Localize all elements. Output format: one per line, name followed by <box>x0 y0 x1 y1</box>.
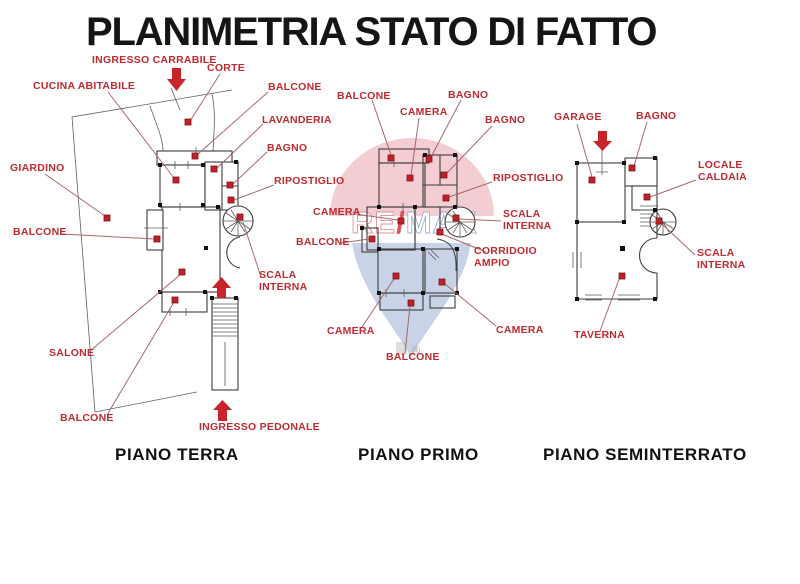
room-label-bagno-top: BAGNO <box>448 89 489 101</box>
room-label-balcone-bottom: BALCONE <box>386 351 440 363</box>
leader-lines <box>44 73 697 416</box>
lot-boundary <box>71 89 233 413</box>
room-label-ripostiglio: RIPOSTIGLIO <box>493 172 564 184</box>
straight-stair-treads <box>640 205 658 227</box>
room-marker <box>618 272 626 280</box>
room-marker <box>397 217 405 225</box>
room-label-balcone-left: BALCONE <box>13 226 67 238</box>
room-label-giardino: GIARDINO <box>10 162 65 174</box>
room-marker <box>172 176 180 184</box>
watermark-logo-mark <box>396 342 407 355</box>
curved-wall <box>638 237 658 274</box>
room-marker <box>178 268 186 276</box>
room-label-ripostiglio: RIPOSTIGLIO <box>274 175 345 187</box>
pedestrian-entrance-arrow-icon <box>213 400 232 421</box>
room-marker <box>438 278 446 286</box>
balcone-bottom-room <box>379 292 424 311</box>
room-label-camera-bottom-right: CAMERA <box>496 324 544 336</box>
room-label-camera-left: CAMERA <box>313 206 361 218</box>
camera-bottom-right-room <box>424 248 458 294</box>
room-marker <box>392 272 400 280</box>
room-label-balcone-bottom: BALCONE <box>60 412 114 424</box>
annex-partitions <box>423 155 457 186</box>
salone-room <box>161 206 221 293</box>
window-ticks <box>572 252 640 301</box>
room-label-scala-interna: SCALA INTERNA <box>503 208 552 232</box>
watermark-registered-mark: ® <box>412 345 420 357</box>
room-label-balcone-top: BALCONE <box>268 81 322 93</box>
room-marker <box>442 194 450 202</box>
room-label-cucina-abitabile: CUCINA ABITABILE <box>33 80 136 92</box>
room-marker <box>440 171 448 179</box>
room-label-camera-bottom-left: CAMERA <box>327 325 375 337</box>
room-marker <box>387 154 395 162</box>
room-marker <box>191 152 199 160</box>
driveway-entrance-arrow-icon <box>167 68 186 91</box>
piano-primo-plan <box>360 148 476 311</box>
balcone-bottom-room <box>161 291 208 313</box>
internal-up-arrow-icon <box>212 277 231 298</box>
room-label-locale-caldaia: LOCALE CALDAIA <box>698 159 747 183</box>
garage-room <box>576 162 626 223</box>
room-label-garage: GARAGE <box>554 111 602 123</box>
room-label-balcone-left: BALCONE <box>296 236 350 248</box>
garage-entrance-arrow-icon <box>593 131 612 151</box>
piano-seminterrato-plan <box>572 133 677 301</box>
piano-terra-plan <box>71 87 254 413</box>
room-marker <box>210 165 218 173</box>
room-marker <box>425 155 433 163</box>
room-marker <box>643 193 651 201</box>
plan-caption-piano-seminterrato: PIANO SEMINTERRATO <box>543 445 747 464</box>
room-marker <box>628 164 636 172</box>
driveway-curves <box>149 87 215 152</box>
entrance-arrows <box>167 68 612 421</box>
room-marker <box>655 217 663 225</box>
room-marker <box>153 235 161 243</box>
room-markers <box>103 118 663 307</box>
room-marker <box>407 299 415 307</box>
plan-caption-piano-primo: PIANO PRIMO <box>358 445 479 464</box>
room-label-bagno-right: BAGNO <box>485 114 526 126</box>
room-marker <box>227 196 235 204</box>
room-marker <box>184 118 192 126</box>
room-label-scala-interna: SCALA INTERNA <box>697 247 746 271</box>
room-label-ingresso-pedonale: INGRESSO PEDONALE <box>199 421 320 433</box>
bagno-room <box>624 157 658 187</box>
room-label-bagno: BAGNO <box>267 142 308 154</box>
cucina-room <box>159 164 206 208</box>
room-label-lavanderia: LAVANDERIA <box>262 114 332 126</box>
plan-caption-piano-terra: PIANO TERRA <box>115 445 239 464</box>
room-label-corte: CORTE <box>207 62 245 74</box>
room-marker <box>406 174 414 182</box>
room-label-taverna: TAVERNA <box>574 329 625 341</box>
room-marker <box>368 235 376 243</box>
room-marker <box>236 213 244 221</box>
room-label-ingresso-carrabile: INGRESSO CARRABILE <box>92 54 217 66</box>
room-label-bagno: BAGNO <box>636 110 677 122</box>
balcone-left-room <box>146 209 164 251</box>
room-label-camera-top: CAMERA <box>400 106 448 118</box>
external-stair-treads <box>212 303 238 386</box>
room-marker <box>436 228 444 236</box>
window-ticks <box>385 159 440 297</box>
room-label-scala-interna: SCALA INTERNA <box>259 269 308 293</box>
room-marker <box>103 214 111 222</box>
wall-accents <box>575 156 657 301</box>
room-marker <box>452 214 460 222</box>
room-marker <box>171 296 179 304</box>
balconcino-room <box>429 295 456 309</box>
room-label-corridoio-ampio: CORRIDOIO AMPIO <box>474 245 537 269</box>
page-title: PLANIMETRIA STATO DI FATTO <box>86 10 657 54</box>
room-label-salone: SALONE <box>49 347 95 359</box>
room-label-balcone-top: BALCONE <box>337 90 391 102</box>
curved-wall <box>226 236 241 269</box>
room-marker <box>226 181 234 189</box>
wall-accents <box>360 153 459 295</box>
window-ticks <box>144 147 197 316</box>
room-marker <box>588 176 596 184</box>
